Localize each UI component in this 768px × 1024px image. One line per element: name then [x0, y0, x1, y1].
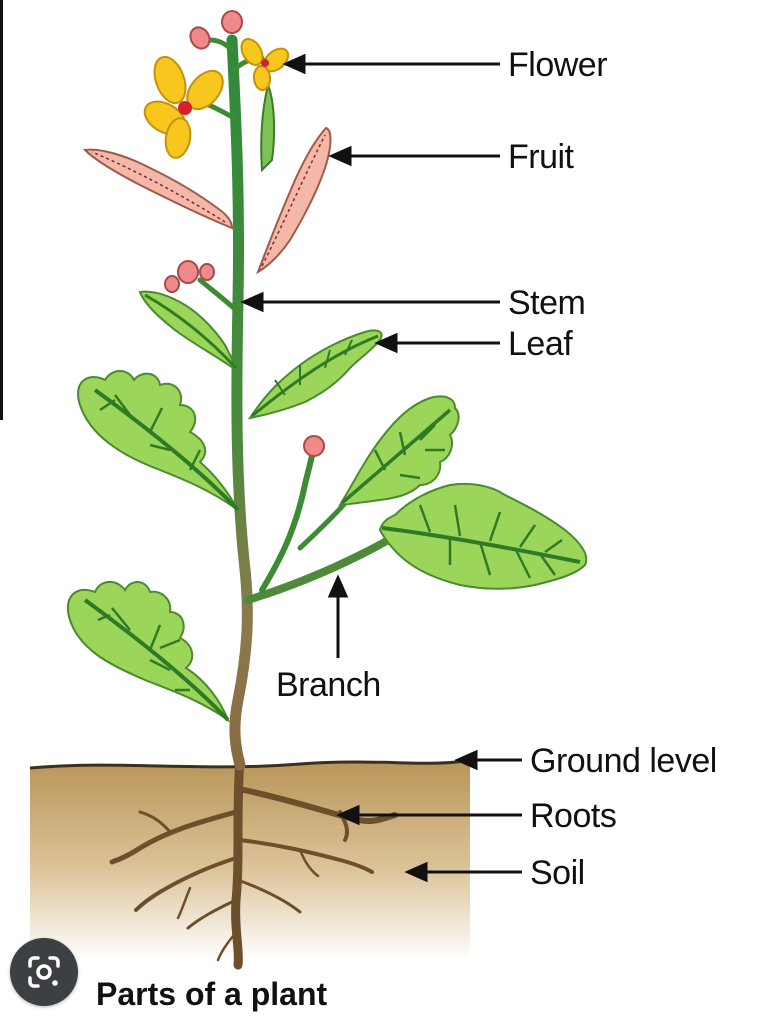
label-branch: Branch: [276, 666, 381, 704]
flower-small: [240, 38, 290, 91]
leaf-pointer-target: [247, 329, 383, 420]
leaf-upper-left: [138, 290, 238, 373]
label-roots: Roots: [530, 797, 617, 835]
label-fruit: Fruit: [508, 138, 574, 176]
image-left-border: [0, 0, 3, 420]
label-flower: Flower: [508, 46, 608, 84]
flower-large: [143, 55, 224, 159]
label-stem: Stem: [508, 284, 586, 322]
fruit-left: [82, 148, 234, 230]
leaf-right-middle: [338, 395, 460, 507]
main-stem: [226, 34, 253, 771]
buds: [164, 10, 325, 457]
pointer-lines: [240, 53, 522, 883]
leaf-middle-left: [77, 370, 240, 512]
leaf-lower-left: [67, 581, 231, 723]
label-ground-level: Ground level: [530, 742, 717, 780]
leaf-large-right: [378, 482, 588, 590]
young-pod: [260, 81, 276, 173]
ground-level-line: [29, 758, 471, 770]
label-soil: Soil: [530, 854, 585, 892]
google-lens-icon: [28, 956, 60, 988]
fruit-right: [256, 126, 332, 275]
roots: [109, 755, 398, 970]
diagram-caption: Parts of a plant: [96, 976, 328, 1012]
google-lens-button[interactable]: [10, 938, 78, 1006]
label-leaf: Leaf: [508, 325, 573, 363]
soil-area: [30, 760, 470, 960]
